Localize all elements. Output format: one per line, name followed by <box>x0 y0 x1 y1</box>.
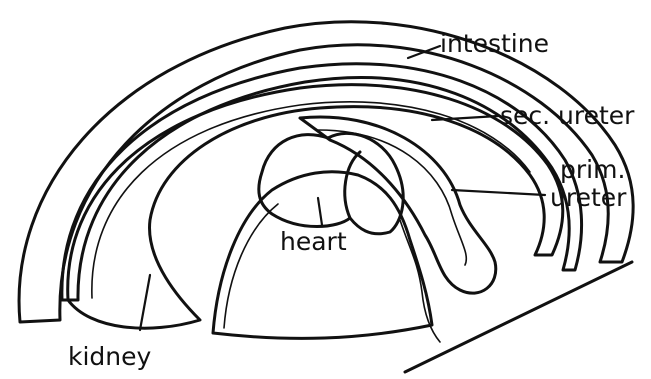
leader-heart <box>318 198 322 225</box>
label-prim-ureter-line1: prim. <box>560 155 625 184</box>
body-cavity-inner <box>224 204 278 328</box>
label-heart: heart <box>280 227 347 256</box>
kidney <box>68 85 563 329</box>
sec-ureter-band <box>62 64 582 300</box>
label-sec-ureter: sec. ureter <box>500 101 635 130</box>
leader-prim-ureter <box>452 190 545 195</box>
leader-kidney <box>140 275 150 330</box>
label-prim-ureter-line2: ureter <box>550 183 627 212</box>
vessel-line <box>400 220 440 342</box>
section-cut-line <box>405 262 632 372</box>
primary-ureter <box>300 117 496 293</box>
label-kidney: kidney <box>68 342 152 371</box>
heart-division <box>345 152 360 218</box>
label-intestine: intestine <box>440 29 549 58</box>
leader-intestine <box>408 46 440 58</box>
kidney-inner-contour <box>92 102 530 298</box>
